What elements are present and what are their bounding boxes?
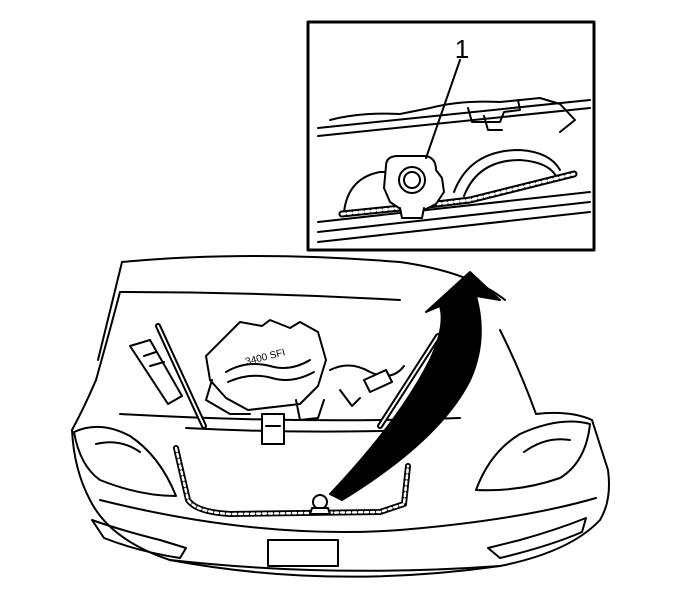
harness-braid (340, 172, 576, 216)
front-fascia (71, 419, 610, 578)
bay-hose (339, 389, 361, 407)
hood-ajar-switch (383, 155, 445, 219)
radiator-support-line (317, 191, 591, 223)
detail-inset: 1 (306, 20, 596, 252)
left-hood-strut-inner (157, 325, 205, 427)
intake-lower (205, 379, 251, 415)
right-fender-edge (535, 411, 593, 421)
radiator-support-line-2 (317, 201, 591, 233)
engine-cover-ridge-2 (227, 371, 315, 383)
hood-rail-top (317, 99, 591, 129)
pointer-arrow (329, 271, 501, 501)
fuse-box (129, 339, 183, 405)
right-fog-lamp (487, 517, 587, 559)
right-headlamp (475, 420, 591, 492)
bay-left-fender (95, 291, 121, 381)
coolant-cap (261, 413, 285, 445)
switch-location (312, 494, 328, 510)
left-headlamp (73, 425, 177, 497)
bay-harness (329, 364, 405, 377)
left-fender-edge (71, 379, 97, 431)
hood-rail-top-inner (317, 107, 591, 137)
vehicle-front: 3400 SFI (71, 255, 610, 578)
hood-left-edge (97, 261, 123, 361)
engine-bracket (295, 399, 325, 421)
fuse-box-detail (143, 351, 165, 367)
right-hood-strut-inner (379, 335, 439, 427)
hood-latch-bracket (329, 97, 576, 133)
right-headlamp-detail (523, 438, 571, 453)
engine-cover: 3400 SFI (205, 319, 327, 411)
harness-right-arch (453, 149, 561, 193)
left-headlamp-detail (95, 441, 141, 453)
bay-connector (363, 369, 393, 393)
switch-location-base (309, 507, 331, 515)
lower-valance (169, 559, 501, 572)
harness-right-arch-inner (463, 159, 557, 197)
bumper-crease (99, 497, 597, 533)
license-plate (267, 539, 339, 567)
latch-striker (467, 99, 521, 123)
left-fog-lamp (91, 519, 187, 559)
latch-tab (483, 115, 503, 131)
engine-cover-ridge (225, 359, 311, 373)
callout-number: 1 (455, 34, 469, 64)
radiator-support-line-3 (317, 211, 591, 243)
harness-left-arch (343, 171, 397, 213)
callout-leader (425, 59, 461, 159)
bay-rear-edge (119, 291, 401, 301)
bay-right-fender (499, 329, 537, 415)
